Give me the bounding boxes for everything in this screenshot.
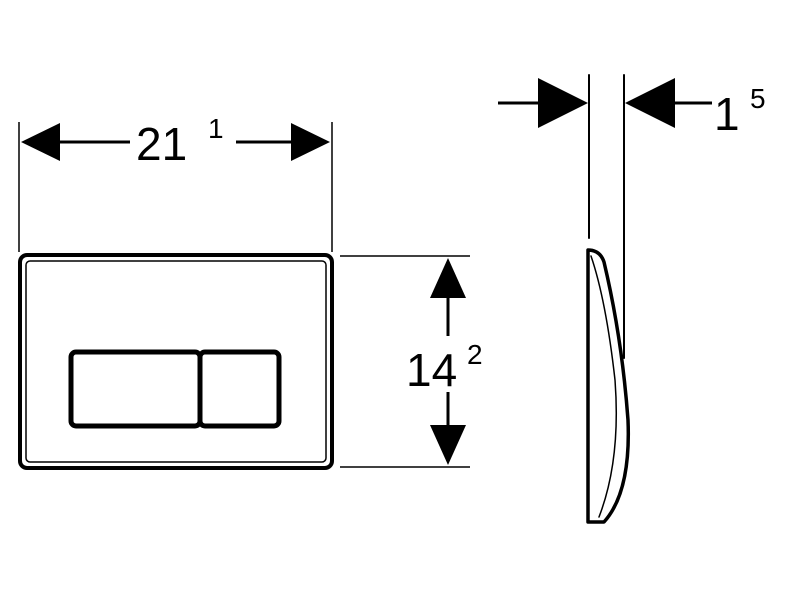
height-superscript: 2: [467, 339, 483, 370]
plate-outer-outline: [18, 253, 334, 470]
plate-inner-outline: [25, 260, 327, 463]
flush-button-large: [68, 349, 203, 429]
plate-profile-inner: [590, 255, 617, 518]
flush-button-small: [197, 349, 282, 429]
width-superscript: 1: [208, 113, 224, 144]
width-arrow-right: [291, 123, 330, 161]
height-dimension: [340, 255, 470, 468]
side-view: [586, 74, 631, 524]
plate-profile-outline: [586, 248, 631, 524]
width-dimension: [18, 122, 333, 252]
thickness-arrow-right: [625, 78, 675, 128]
height-arrow-bottom: [430, 425, 466, 465]
thickness-superscript: 5: [750, 83, 766, 114]
width-value: 21: [136, 118, 187, 170]
height-value: 14: [406, 344, 457, 396]
front-view: [18, 253, 334, 470]
thickness-arrow-left: [538, 78, 588, 128]
height-arrow-top: [430, 258, 466, 298]
width-arrow-left: [21, 123, 60, 161]
thickness-value: 1: [714, 88, 740, 140]
thickness-dimension: [498, 78, 712, 128]
